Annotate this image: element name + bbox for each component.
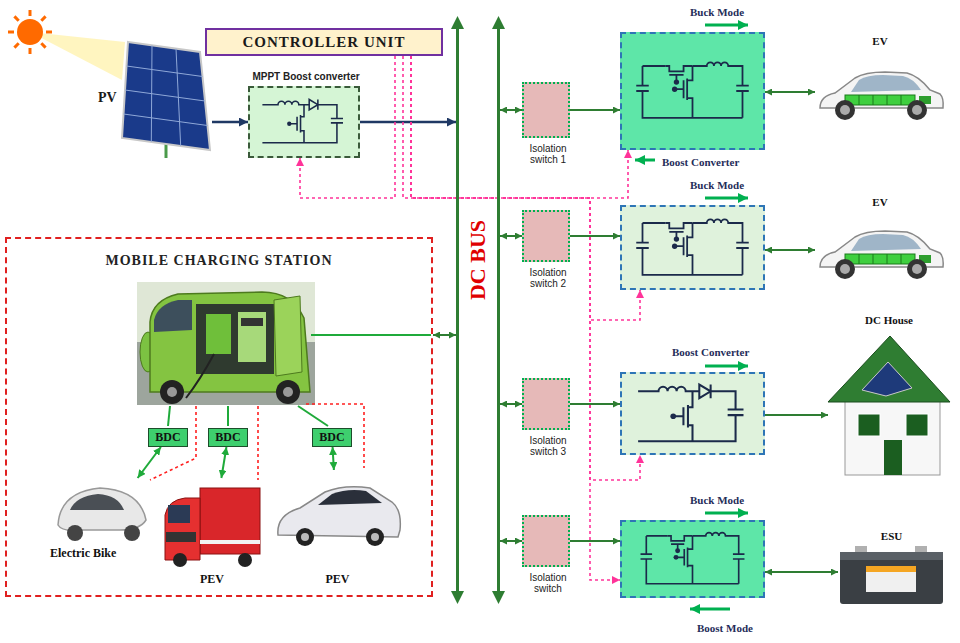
label-text: PEV [270, 572, 405, 587]
energy-storage: ESU [838, 548, 945, 606]
ev-car: EV [815, 50, 945, 132]
label-text: Electric Bike [50, 546, 120, 561]
label-text: ESU [838, 530, 945, 542]
connector [570, 109, 620, 111]
label-text: Boost Converter [662, 156, 739, 168]
label-text: EV [815, 196, 945, 208]
connector [765, 414, 828, 416]
connector [765, 571, 838, 573]
connector [570, 540, 620, 542]
bdc-box: BDC [208, 428, 248, 447]
connector [360, 121, 456, 124]
solar-panel [122, 42, 210, 158]
house-illustration [828, 336, 950, 475]
label-text: MPPT Boost converter [226, 71, 386, 82]
ev-cars [820, 72, 943, 279]
sun [8, 10, 125, 80]
label-text: BDC [319, 430, 344, 445]
connector [765, 91, 815, 93]
mppt-circuit [248, 86, 360, 158]
connector [765, 249, 815, 251]
connector [500, 235, 522, 237]
label-text: EV [815, 35, 945, 47]
connector [333, 447, 334, 470]
pv-panel: PV [96, 40, 212, 152]
connector [221, 447, 226, 478]
connector [433, 334, 456, 336]
label-text: MOBILE CHARGING STATION [7, 253, 431, 269]
connector [570, 403, 620, 405]
connector [138, 447, 161, 478]
connector [411, 56, 620, 580]
controller-unit: CONTROLLER UNIT [205, 28, 443, 56]
isolation-switch: Isolation switch 2 [522, 210, 570, 262]
converter-box: Buck ModeBoost Mode [620, 520, 765, 598]
label-text: BDC [155, 430, 180, 445]
bdc-box: BDC [312, 428, 352, 447]
isolation-switch: Isolation switch 3 [522, 378, 570, 430]
pev-car: PEV [270, 470, 405, 592]
label-text: PV [98, 90, 117, 106]
connector [500, 109, 522, 111]
converter-circuits [620, 32, 765, 598]
connector [411, 56, 640, 480]
dc-house: DC House [828, 332, 950, 478]
connector [403, 56, 628, 198]
label-text: Isolation switch 1 [515, 143, 581, 165]
label-text: Isolation switch [515, 572, 581, 594]
label-text: DC BUS [465, 220, 491, 300]
label-text: Isolation switch 3 [515, 435, 581, 457]
label-text: Buck Mode [690, 6, 744, 18]
isolation-switch: Isolation switch 1 [522, 82, 570, 138]
sedan-illustration [278, 487, 400, 546]
converter-box: Buck Mode [620, 205, 765, 290]
pev-truck: PEV [160, 478, 264, 592]
ev-car: EV [815, 212, 945, 292]
connector [570, 235, 620, 237]
battery-illustration [840, 546, 943, 604]
label-text: DC House [828, 314, 950, 326]
dc-bus: DC BUS [456, 28, 500, 592]
electric-bike: Electric Bike [45, 478, 150, 585]
connector [212, 121, 248, 124]
van-illustration [137, 282, 315, 405]
charging-station: MOBILE CHARGING STATION BDC BDC BDC Electric… [5, 237, 433, 597]
dc-bus-arrowheads [451, 16, 505, 604]
connector [411, 56, 640, 320]
truck-illustration [165, 488, 260, 567]
connector [500, 403, 522, 405]
label-text: Buck Mode [690, 494, 744, 506]
isolation-switch: Isolation switch [522, 515, 570, 567]
label-text: Buck Mode [690, 179, 744, 191]
label-text: Boost Converter [672, 346, 749, 358]
van-wires [150, 335, 431, 480]
label-text: CONTROLLER UNIT [243, 34, 406, 51]
electric-bike-illustration [58, 488, 146, 541]
converter-box: Boost Converter [620, 372, 765, 455]
label-text: Boost Mode [697, 622, 753, 634]
bdc-box: BDC [148, 428, 188, 447]
label-text: Isolation switch 2 [515, 267, 581, 289]
connector [500, 540, 522, 542]
converter-box: Buck ModeBoost Converter [620, 32, 765, 150]
label-text: BDC [215, 430, 240, 445]
mppt-converter: MPPT Boost converter [248, 86, 360, 158]
label-text: PEV [160, 572, 264, 587]
